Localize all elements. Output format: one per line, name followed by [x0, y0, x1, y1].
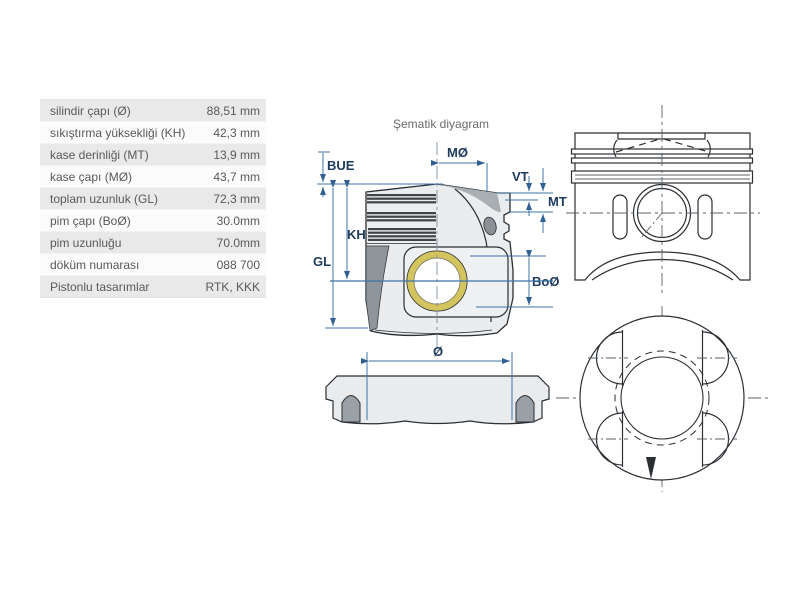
- spec-value: 43,7 mm: [213, 169, 260, 184]
- spec-label: kase çapı (MØ): [50, 169, 133, 184]
- spec-label: döküm numarası: [50, 257, 140, 272]
- table-row: kase derinliği (MT) 13,9 mm: [40, 143, 266, 165]
- spec-value: 88,51 mm: [206, 103, 260, 118]
- dim-label-mo: MØ: [447, 145, 468, 160]
- table-row: döküm numarası 088 700: [40, 253, 266, 275]
- dim-label-gl: GL: [313, 254, 332, 269]
- piston-crown-view: [556, 306, 770, 492]
- dimension-lines: [317, 151, 553, 420]
- spec-label: pim uzunluğu: [50, 235, 122, 250]
- spec-value: 72,3 mm: [213, 191, 260, 206]
- dim-label-mt: MT: [548, 194, 567, 209]
- spec-label: sıkıştırma yüksekliği (KH): [50, 125, 186, 140]
- spec-value: 088 700: [216, 257, 260, 272]
- dim-label-kh: KH: [347, 227, 366, 242]
- dim-label-dia: Ø: [433, 344, 444, 359]
- dim-label-bo: BoØ: [532, 274, 560, 289]
- piston-cutaway-view: [365, 142, 514, 348]
- table-row: pim çapı (BoØ) 30.0mm: [40, 209, 266, 231]
- table-row: toplam uzunluk (GL) 72,3 mm: [40, 187, 266, 209]
- spec-label: pim çapı (BoØ): [50, 213, 131, 228]
- dim-label-bue: BUE: [327, 158, 355, 173]
- spec-value: RTK, KKK: [205, 279, 260, 294]
- table-row: Pistonlu tasarımlar RTK, KKK: [40, 275, 266, 297]
- table-row: kase çapı (MØ) 43,7 mm: [40, 165, 266, 187]
- spec-label: kase derinliği (MT): [50, 147, 149, 162]
- spec-table: silindir çapı (Ø) 88,51 mm sıkıştırma yü…: [40, 99, 266, 298]
- spec-value: 42,3 mm: [213, 125, 260, 140]
- table-row: sıkıştırma yüksekliği (KH) 42,3 mm: [40, 121, 266, 143]
- spec-value: 13,9 mm: [213, 147, 260, 162]
- spec-label: toplam uzunluk (GL): [50, 191, 159, 206]
- spec-label: Pistonlu tasarımlar: [50, 279, 150, 294]
- orientation-arrow-icon: [646, 457, 656, 479]
- table-row: pim uzunluğu 70.0mm: [40, 231, 266, 253]
- spec-value: 30.0mm: [216, 213, 260, 228]
- spec-label: silindir çapı (Ø): [50, 103, 131, 118]
- table-row: silindir çapı (Ø) 88,51 mm: [40, 100, 266, 121]
- spec-value: 70.0mm: [216, 235, 260, 250]
- dim-label-vt: VT: [512, 169, 529, 184]
- diagram-title: Şematik diyagram: [393, 117, 490, 131]
- piston-front-view: [566, 105, 760, 296]
